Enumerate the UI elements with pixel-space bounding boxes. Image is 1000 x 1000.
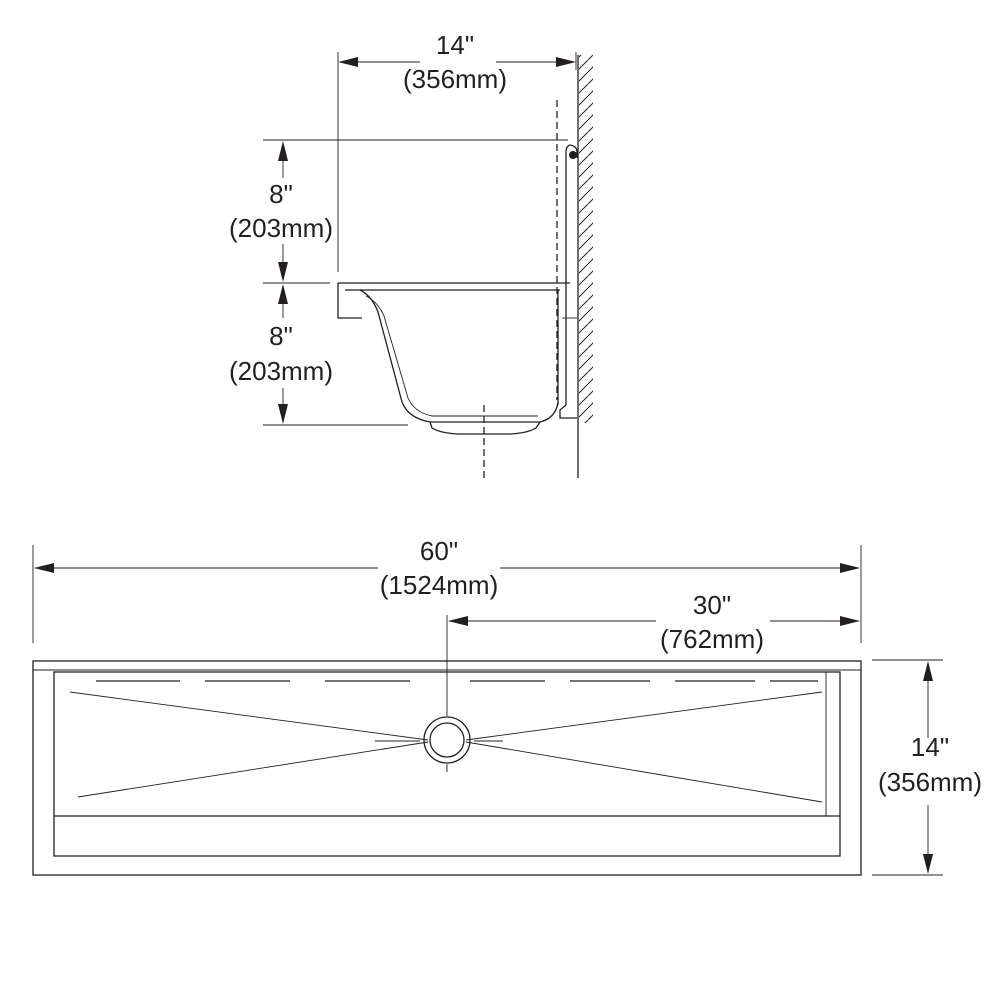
plan-depth-mm: (356mm)	[878, 767, 982, 797]
drain-icon	[423, 716, 471, 764]
plan-depth-inches: 14"	[911, 732, 949, 762]
overall-length-mm: (1524mm)	[380, 570, 498, 600]
sink-side-profile	[337, 144, 578, 435]
side-depth-inches: 14"	[436, 30, 474, 60]
side-view: 14" (356mm) 8" (203mm) 8" (203mm)	[229, 30, 593, 478]
half-length-dimension: 30" (762mm)	[446, 590, 860, 700]
plan-view: 60" (1524mm) 30" (762mm) 14" (356mm)	[32, 536, 982, 876]
half-length-mm: (762mm)	[660, 624, 764, 654]
half-length-inches: 30"	[693, 590, 731, 620]
plan-depth-dimension: 14" (356mm)	[872, 659, 982, 876]
sink-plan-outline	[32, 660, 862, 876]
overall-length-dimension: 60" (1524mm)	[32, 536, 862, 643]
upper-height-mm: (203mm)	[229, 213, 333, 243]
drain-slope-lines	[69, 691, 823, 803]
upper-height-dimension: 8" (203mm)	[229, 139, 568, 284]
overall-length-inches: 60"	[420, 536, 458, 566]
side-depth-dimension: 14" (356mm)	[337, 30, 577, 272]
lower-height-inches: 8"	[269, 321, 293, 351]
side-depth-mm: (356mm)	[403, 64, 507, 94]
mounting-bolt-icon	[569, 151, 577, 159]
lower-height-dimension: 8" (203mm)	[229, 284, 408, 426]
upper-height-inches: 8"	[269, 179, 293, 209]
wall	[577, 55, 593, 478]
lower-height-mm: (203mm)	[229, 356, 333, 386]
